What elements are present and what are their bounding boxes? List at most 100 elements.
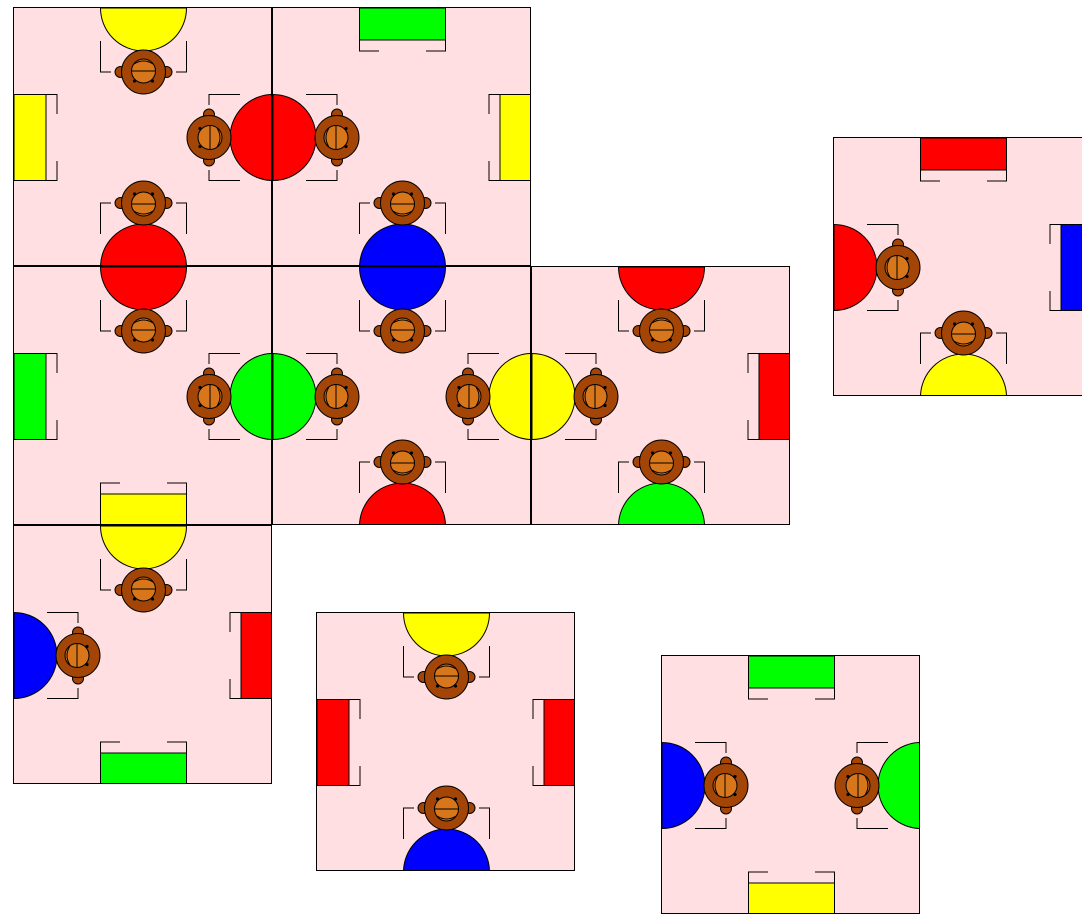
placed-tile-r1c0[interactable] — [13, 266, 272, 525]
chair-seat — [360, 8, 446, 40]
placed-tile-r1c2[interactable] — [531, 266, 790, 525]
left-red-body — [273, 95, 359, 181]
shirt-body — [273, 354, 316, 440]
tile-artwork — [273, 267, 531, 525]
left-green-chair — [14, 354, 57, 440]
shirt-body — [101, 8, 187, 51]
left-red-body — [834, 225, 920, 311]
chair-bracket — [921, 170, 941, 181]
shirt-body — [921, 354, 1007, 396]
tile-artwork — [834, 138, 1082, 396]
right-red-chair — [533, 700, 575, 786]
chair-bracket — [176, 559, 187, 590]
monkey-head — [315, 368, 359, 425]
chair-bracket — [230, 679, 241, 699]
shirt-body — [404, 829, 490, 871]
placed-tile-r1c1[interactable] — [272, 266, 531, 525]
chair-bracket — [101, 483, 121, 494]
right-red-chair — [230, 613, 272, 699]
chair-bracket — [921, 333, 932, 364]
loose-tile-bottom-middle[interactable] — [316, 612, 575, 871]
chair-bracket — [101, 300, 112, 331]
chair-seat — [101, 753, 187, 784]
monkey-head — [115, 309, 172, 353]
chair-bracket — [46, 95, 57, 115]
shirt-body — [662, 743, 705, 829]
loose-tile-bottom-right[interactable] — [661, 655, 920, 914]
chair-bracket — [209, 95, 240, 106]
monkey-head — [876, 239, 920, 296]
shirt-body — [834, 225, 877, 311]
chair-bracket — [360, 40, 380, 51]
monkey-head — [374, 309, 431, 353]
chair-bracket — [404, 646, 415, 677]
left-red-chair — [317, 700, 360, 786]
shirt-body — [101, 224, 187, 266]
chair-seat — [921, 138, 1007, 170]
chair-bracket — [306, 95, 337, 106]
chair-bracket — [349, 766, 360, 786]
chair-bracket — [306, 170, 337, 181]
right-red-body — [187, 95, 272, 181]
chair-bracket — [815, 688, 835, 699]
chair-bracket — [468, 354, 499, 365]
chair-seat — [317, 700, 349, 786]
bottom-blue-body — [404, 786, 490, 871]
left-yellow-body — [532, 354, 618, 440]
shirt-body — [489, 354, 531, 440]
tile-artwork — [273, 8, 531, 266]
chair-bracket — [101, 41, 112, 72]
placed-tile-r2c0[interactable] — [13, 525, 272, 784]
tile-artwork — [662, 656, 920, 914]
right-yellow-body — [446, 354, 531, 440]
top-green-chair — [360, 8, 446, 51]
chair-seat — [749, 883, 835, 914]
top-yellow-body — [101, 8, 187, 94]
right-green-body — [187, 354, 272, 440]
monkey-head — [835, 757, 879, 814]
monkey-head — [374, 440, 431, 484]
right-yellow-chair — [489, 95, 531, 181]
left-yellow-chair — [14, 95, 57, 181]
chair-bracket — [694, 300, 705, 331]
right-blue-chair — [1050, 225, 1082, 311]
chair-bracket — [867, 225, 898, 236]
monkey-head — [704, 757, 748, 814]
monkey-head — [633, 440, 690, 484]
monkey-head — [56, 627, 100, 684]
chair-seat — [749, 656, 835, 688]
chair-bracket — [101, 559, 112, 590]
bottom-red-body — [360, 440, 446, 525]
chair-bracket — [857, 743, 888, 754]
placed-tile-r0c0[interactable] — [13, 7, 272, 266]
chair-bracket — [101, 742, 121, 753]
chair-bracket — [619, 300, 630, 331]
top-red-body — [101, 267, 187, 353]
chair-bracket — [867, 300, 898, 311]
chair-seat — [500, 95, 531, 181]
chair-bracket — [1050, 225, 1061, 245]
monkey-head — [115, 568, 172, 612]
chair-bracket — [695, 818, 726, 829]
monkey-head — [115, 181, 172, 225]
chair-bracket — [209, 354, 240, 365]
shirt-body — [360, 483, 446, 525]
chair-bracket — [209, 170, 240, 181]
loose-tile-right[interactable] — [833, 137, 1082, 396]
shirt-body — [14, 613, 57, 699]
chair-bracket — [176, 41, 187, 72]
tile-artwork — [14, 526, 272, 784]
placed-tile-r0c1[interactable] — [272, 7, 531, 266]
monkey-head — [115, 50, 172, 94]
chair-bracket — [47, 613, 78, 624]
chair-seat — [759, 354, 790, 440]
chair-bracket — [1050, 291, 1061, 311]
bottom-yellow-body — [921, 311, 1007, 396]
chair-seat — [14, 354, 46, 440]
monkey-head — [187, 109, 231, 166]
chair-bracket — [748, 420, 759, 440]
chair-bracket — [479, 646, 490, 677]
chair-seat — [241, 613, 272, 699]
shirt-body — [101, 267, 187, 310]
left-blue-body — [662, 743, 748, 829]
